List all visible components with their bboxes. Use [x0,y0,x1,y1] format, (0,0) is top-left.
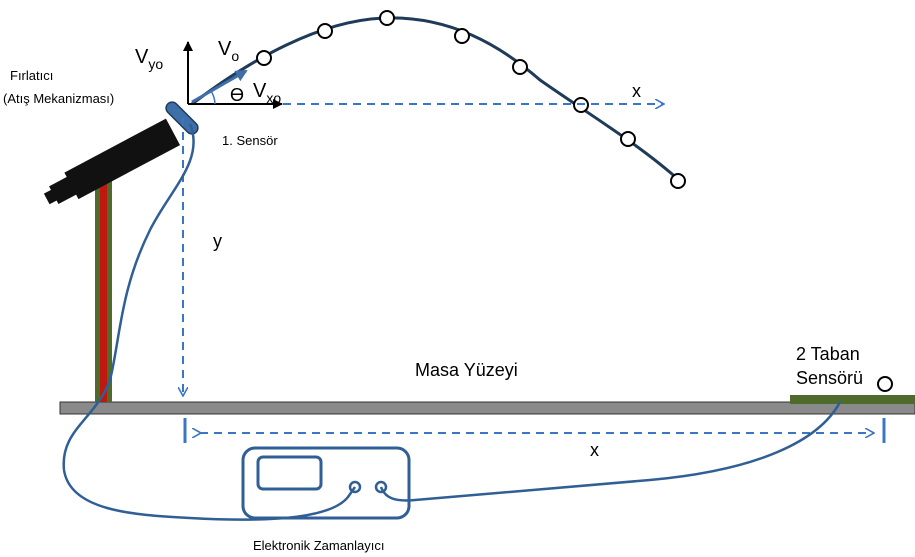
timer-label: Elektronik Zamanlayıcı [253,538,385,553]
vyo-label: Vyo [135,46,163,72]
vo-arrow [191,69,248,104]
trajectory-point [454,28,470,44]
trajectory-points [256,10,686,189]
cable-sensor1 [62,123,357,521]
trajectory-point [512,59,528,75]
y-label: y [213,231,222,251]
vxo-label: Vxo [253,80,281,106]
theta-arc [210,90,216,105]
timer-display [256,455,323,491]
launcher-label: Fırlatıcı [10,68,53,83]
trajectory-point [379,10,395,26]
sensor1-label: 1. Sensör [222,133,278,148]
trajectory-point [256,50,272,66]
sensor2-label-line1: 2 Taban [796,344,860,364]
floor-sensor-pad [790,395,915,404]
table-label: Masa Yüzeyi [415,360,518,380]
vo-label: Vo [218,38,239,64]
cable-sensor2 [379,401,842,502]
trajectory-point [620,131,636,147]
table-surface [59,401,915,415]
x-top-label: x [632,81,641,101]
launcher [43,118,181,205]
x-bottom-label: x [590,440,599,460]
launcher-stand-core [100,178,107,402]
landing-ball [877,376,893,392]
launcher-sublabel: (Atış Mekanizması) [3,91,114,106]
theta-label: ϴ [230,85,244,105]
trajectory-point [317,23,333,39]
sensor2-label-line2: Sensörü [796,368,863,388]
trajectory-point [670,173,686,189]
